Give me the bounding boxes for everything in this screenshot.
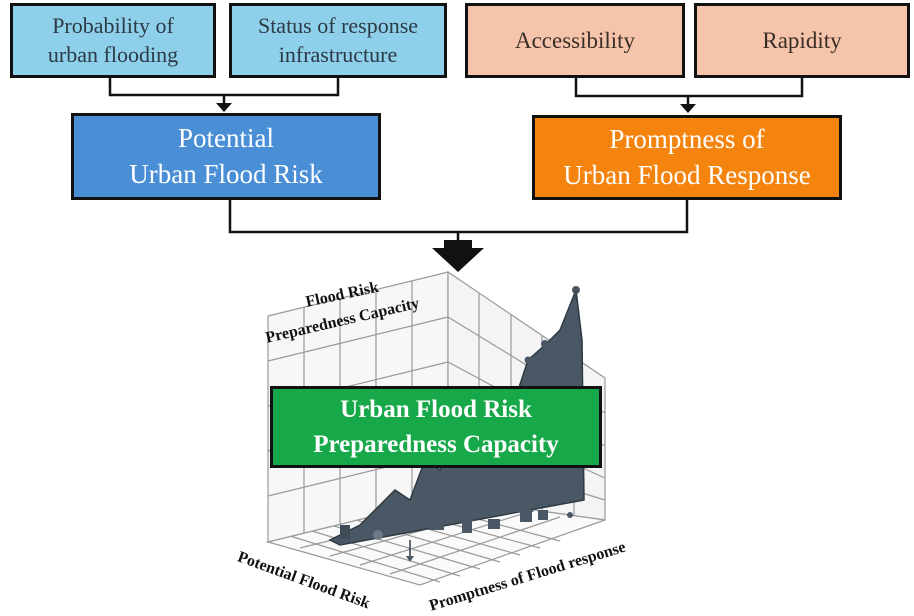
status-box: Status of response infrastructure	[229, 3, 447, 78]
potential-risk-label: Potential Urban Flood Risk	[129, 123, 323, 189]
preparedness-capacity-box: Urban Flood Risk Preparedness Capacity	[270, 386, 602, 468]
arrow-down-icon	[216, 103, 232, 112]
probability-box: Probability of urban flooding	[10, 3, 216, 78]
promptness-box: Promptness of Urban Flood Response	[532, 115, 842, 200]
rapidity-box: Rapidity	[694, 3, 910, 78]
accessibility-label: Accessibility	[514, 27, 636, 53]
preparedness-capacity-label: Urban Flood Risk Preparedness Capacity	[313, 396, 559, 458]
status-label: Status of response infrastructure	[257, 12, 419, 67]
promptness-label: Promptness of Urban Flood Response	[563, 124, 811, 190]
probability-label: Probability of urban flooding	[47, 12, 179, 67]
potential-risk-box: Potential Urban Flood Risk	[71, 113, 381, 200]
rapidity-label: Rapidity	[762, 27, 842, 53]
big-arrow-down-icon	[432, 240, 484, 272]
arrow-down-icon	[680, 104, 696, 113]
accessibility-box: Accessibility	[465, 3, 685, 78]
